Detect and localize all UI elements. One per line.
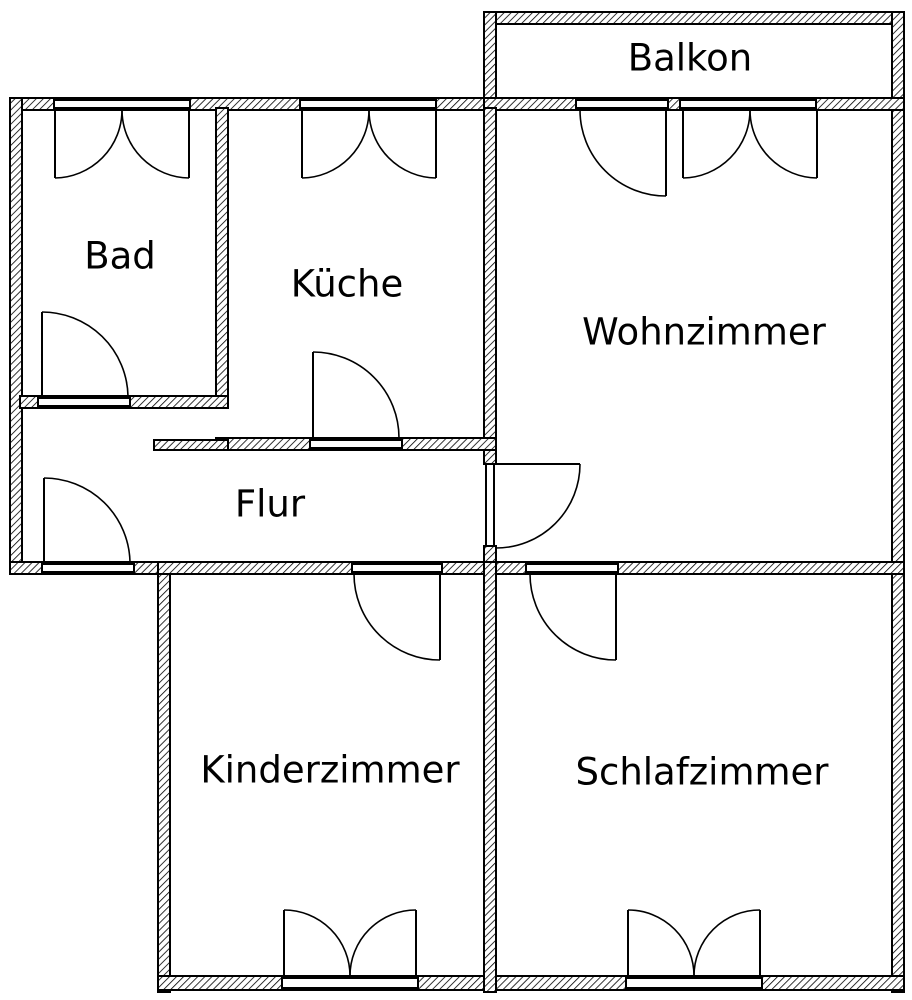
label-kueche: Küche [291, 263, 403, 306]
door-kueche-swing [312, 351, 400, 439]
label-balkon: Balkon [628, 37, 753, 80]
label-flur: Flur [235, 483, 306, 526]
window-wohn [679, 99, 817, 109]
door-bad-gap [37, 397, 131, 407]
door-balkon-left-gap [575, 99, 669, 109]
window-bad-swing [54, 109, 190, 179]
door-entry-gap [41, 563, 135, 573]
wall-balkon-right [891, 11, 905, 993]
door-bad-swing [41, 311, 129, 397]
label-wohnzimmer: Wohnzimmer [582, 311, 827, 354]
openings [37, 99, 817, 989]
door-balkon-swing [579, 109, 667, 197]
door-schlaf-gap [525, 563, 619, 573]
window-kinder [281, 977, 419, 989]
wall-balkon-left [483, 11, 497, 109]
wall-bad-kueche [215, 107, 229, 409]
wall-bottom [157, 975, 905, 991]
door-wohn-swing [495, 463, 581, 549]
door-kinder-swing [353, 573, 441, 661]
window-schlaf-swing [627, 909, 761, 977]
door-schlaf-swing [529, 573, 617, 661]
window-schlaf [625, 977, 763, 989]
window-wohn-swing [682, 109, 818, 179]
window-bad [53, 99, 191, 109]
label-schlafzimmer: Schlafzimmer [575, 751, 829, 794]
window-kinder-swing [283, 909, 417, 977]
door-wohn-gap [485, 463, 495, 547]
window-kueche [299, 99, 437, 109]
window-kueche-swing [301, 109, 437, 179]
door-kueche-gap [309, 439, 403, 449]
wall-balkon-top [483, 11, 905, 25]
wall-kueche-wohn [483, 107, 497, 465]
wall-kinder-schlaf [483, 561, 497, 993]
wall-left [9, 97, 23, 575]
door-kinder-gap [351, 563, 443, 573]
door-swings [41, 109, 818, 977]
label-kinderzimmer: Kinderzimmer [200, 749, 460, 792]
wall-kinder-left [157, 561, 171, 993]
wall-flur-top [153, 439, 229, 451]
label-bad: Bad [84, 235, 156, 278]
room-labels: Balkon Bad Küche Wohnzimmer Flur Kinderz… [84, 37, 829, 794]
door-entry-swing [43, 477, 131, 563]
